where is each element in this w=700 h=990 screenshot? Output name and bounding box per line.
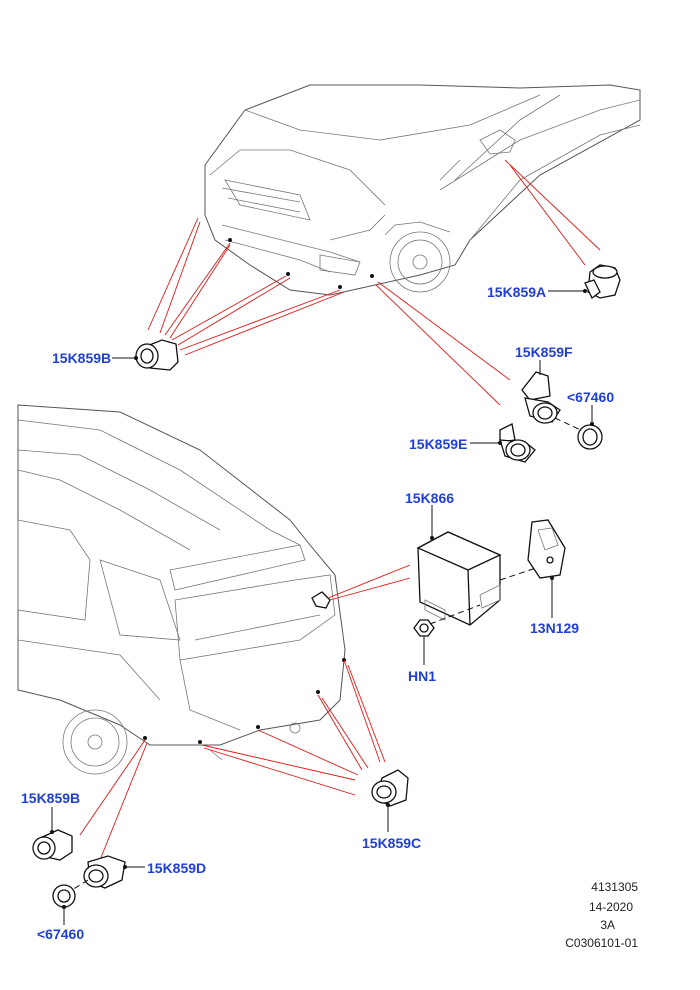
callout-15k859d: 15K859D <box>147 860 207 876</box>
module-15k866-part <box>416 505 546 626</box>
drawing-revision: 3A <box>600 918 615 932</box>
red-leader-lines <box>79 159 601 861</box>
callout-15k866: 15K866 <box>405 490 455 506</box>
sensor-15k859c-part <box>371 769 409 832</box>
callout-15k859b-bottom: 15K859B <box>21 790 81 806</box>
sensor-15k859b-bottom-part <box>32 807 73 861</box>
callout-15k859a: 15K859A <box>487 284 547 300</box>
drawing-reference: C0306101-01 <box>565 936 638 950</box>
bezel-67460-top-part <box>577 405 603 450</box>
callout-15k859b-top: 15K859B <box>52 350 112 366</box>
bracket-13n129-part <box>527 519 566 618</box>
nut-hn1-part <box>413 604 481 665</box>
callout-15k859c: 15K859C <box>362 835 422 851</box>
sensor-15k859b-top-part <box>112 339 179 371</box>
rear-vehicle-illustration <box>17 404 346 775</box>
drawing-date: 14-2020 <box>588 900 633 914</box>
callout-15k859e: 15K859E <box>409 436 468 452</box>
callout-15k859f: 15K859F <box>515 344 573 360</box>
callout-67460-bottom: <67460 <box>37 926 85 942</box>
sensor-15k859d-part <box>71 855 145 891</box>
callout-hn1: HN1 <box>408 668 437 684</box>
bezel-67460-bottom-part <box>52 884 76 925</box>
sensor-15k859f-part <box>521 360 586 433</box>
callout-13n129: 13N129 <box>530 620 580 636</box>
front-vehicle-illustration <box>204 84 641 296</box>
drawing-number: 4131305 <box>591 880 638 894</box>
callout-67460-top: <67460 <box>567 389 615 405</box>
sensor-15k859a-part <box>548 264 621 300</box>
sensor-15k859e-part <box>470 423 536 463</box>
